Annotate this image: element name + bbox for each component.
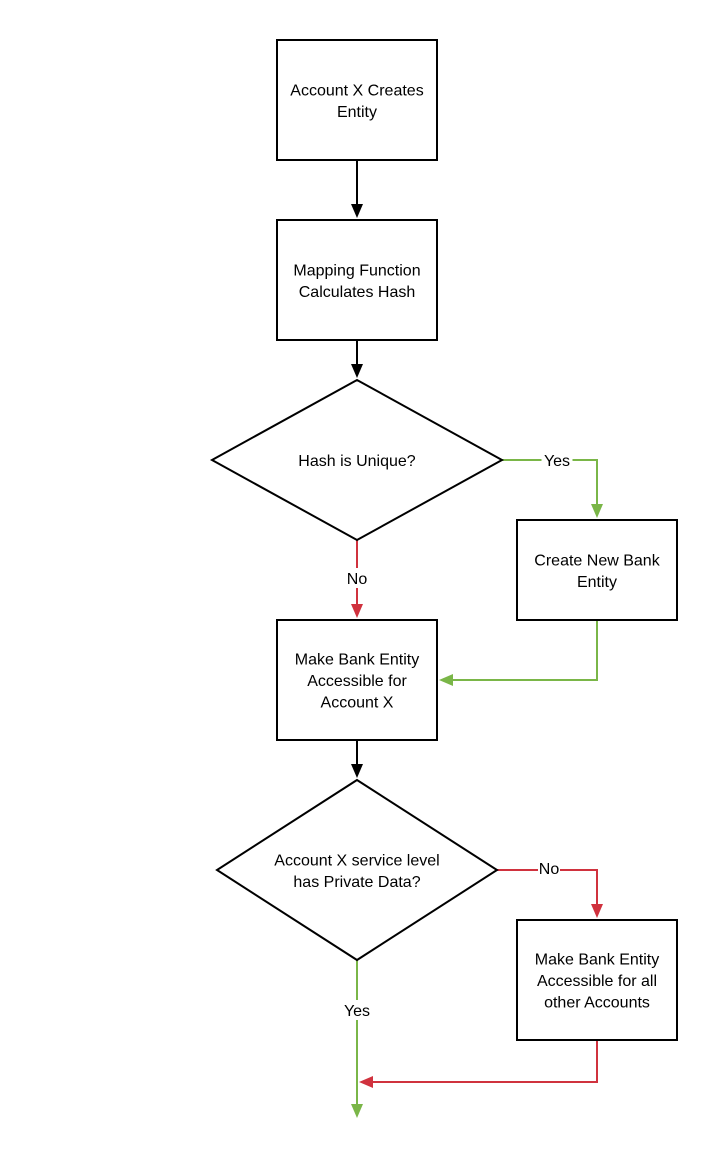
node-label-line: other Accounts xyxy=(544,995,650,1012)
process-box xyxy=(276,39,438,161)
connector-account-x-creates-entity-to-mapping-function xyxy=(351,160,363,218)
arrowhead xyxy=(351,764,363,778)
edge-label-background xyxy=(341,1000,373,1020)
node-label-line: has Private Data? xyxy=(293,874,420,891)
node-label-line: Make Bank Entity xyxy=(295,652,420,669)
node-label-line: Calculates Hash xyxy=(299,284,416,301)
node-private-data-decision[interactable]: Account X service level has Private Data? xyxy=(215,778,499,962)
arrowhead xyxy=(351,364,363,378)
edge-label-no: No xyxy=(539,861,560,878)
arrowhead xyxy=(591,504,603,518)
edge-label-yes: Yes xyxy=(344,1003,370,1020)
connector-mapping-function-to-hash-unique xyxy=(351,340,363,378)
edge-label-background xyxy=(541,450,573,470)
connector-make-accessible-account-x-to-private-data-decision xyxy=(351,740,363,778)
node-label-line: Mapping Function xyxy=(293,262,420,279)
edge-label-background xyxy=(346,568,368,588)
edge-label-yes: Yes xyxy=(544,453,570,470)
connector-hash-unique-to-make-accessible-account-x: No xyxy=(346,540,368,618)
node-label-line: Entity xyxy=(337,104,377,121)
arrowhead xyxy=(439,674,453,686)
node-label-line: Account X xyxy=(321,695,394,712)
arrowhead xyxy=(359,1076,373,1088)
process-box xyxy=(276,219,438,341)
connector-create-new-bank-entity-to-make-accessible-account-x xyxy=(439,620,598,686)
node-label-line: Accessible for xyxy=(307,673,407,690)
connector-line xyxy=(497,869,598,906)
process-box xyxy=(516,919,678,1041)
node-label-line: Account X service level xyxy=(274,852,439,869)
arrowhead xyxy=(351,1104,363,1118)
edge-label-background xyxy=(538,858,560,878)
arrowhead xyxy=(591,904,603,918)
process-box xyxy=(516,519,678,621)
arrowhead xyxy=(351,204,363,218)
node-hash-unique[interactable]: Hash is Unique? xyxy=(209,378,505,542)
node-label-line: Account X Creates xyxy=(290,82,423,99)
connector-line xyxy=(371,1040,598,1083)
node-label-line: Hash is Unique? xyxy=(298,453,416,470)
connector-private-data-decision-to-end: Yes xyxy=(341,960,373,1118)
decision-diamond xyxy=(215,778,499,962)
arrowhead xyxy=(351,604,363,618)
decision-diamond xyxy=(209,378,505,542)
connector-private-data-decision-to-make-accessible-all: No xyxy=(497,858,603,918)
edge-label-no: No xyxy=(347,571,368,588)
node-label-line: Create New Bank xyxy=(534,552,660,569)
connector-make-accessible-all-to-end xyxy=(359,1040,598,1088)
process-box xyxy=(276,619,438,741)
node-label-line: Accessible for all xyxy=(537,973,657,990)
connector-hash-unique-to-create-new-bank-entity: Yes xyxy=(502,450,603,518)
node-label-line: Make Bank Entity xyxy=(535,952,660,969)
connector-line xyxy=(502,459,598,506)
connector-line xyxy=(451,620,598,681)
node-label-line: Entity xyxy=(577,574,617,591)
